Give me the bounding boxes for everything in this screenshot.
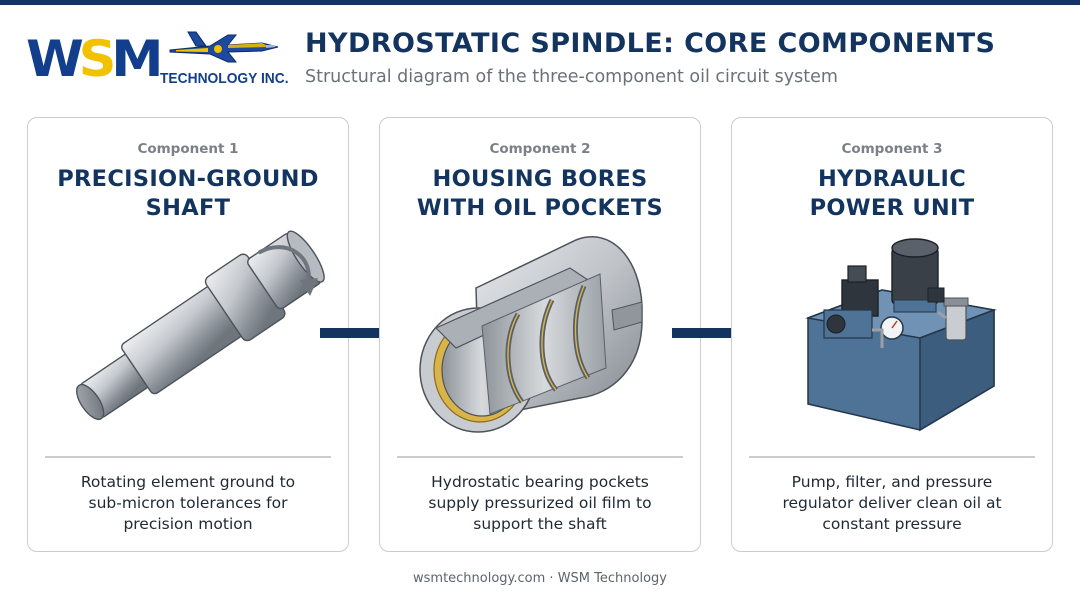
component-title-line: HYDRAULIC <box>817 166 967 192</box>
footer-credit: wsmtechnology.com · WSM Technology <box>413 571 667 586</box>
logo-letter-w: W <box>26 30 84 88</box>
component-title: HYDRAULIC POWER UNIT <box>732 165 1052 223</box>
logo-letter-s: S <box>78 30 117 88</box>
component-title-line: POWER UNIT <box>809 195 975 221</box>
card-divider <box>749 456 1035 458</box>
logo-letters: WSM <box>26 30 163 88</box>
component-label: Component 1 <box>137 141 239 157</box>
description-line: support the shaft <box>473 515 607 533</box>
component-title: HOUSING BORES WITH OIL POCKETS <box>380 165 700 223</box>
logo-letter-m: M <box>111 30 163 88</box>
description-line: regulator deliver clean oil at <box>782 494 1002 512</box>
component-description: Rotating element ground to sub-micron to… <box>38 472 338 535</box>
component-card-power-unit: Component 3 HYDRAULIC POWER UNIT Pump, f… <box>731 117 1053 552</box>
shaft-illustration <box>76 230 325 421</box>
card-divider <box>45 456 331 458</box>
description-line: sub-micron tolerances for <box>88 494 288 512</box>
description-line: Pump, filter, and pressure <box>791 473 993 491</box>
company-logo: WSM TECHNOLOGY INC. <box>26 26 289 92</box>
jet-icon <box>169 31 279 63</box>
power-unit-illustration <box>805 238 997 432</box>
description-line: supply pressurized oil film to <box>428 494 652 512</box>
component-title-line: PRECISION-GROUND <box>57 166 319 192</box>
component-title-line: SHAFT <box>145 195 231 221</box>
component-card-shaft: Component 1 PRECISION-GROUND SHAFT <box>27 117 349 552</box>
component-card-housing: Component 2 HOUSING BORES WITH OIL POCKE… <box>379 117 701 552</box>
component-description: Pump, filter, and pressure regulator del… <box>742 472 1042 535</box>
component-title-line: WITH OIL POCKETS <box>416 195 664 221</box>
description-line: precision motion <box>123 515 253 533</box>
top-accent-bar <box>0 0 1080 5</box>
page-subtitle: Structural diagram of the three-componen… <box>305 67 838 87</box>
card-divider <box>397 456 683 458</box>
component-title-line: HOUSING BORES <box>432 166 648 192</box>
description-line: constant pressure <box>822 515 962 533</box>
component-label: Component 2 <box>489 141 591 157</box>
component-description: Hydrostatic bearing pockets supply press… <box>390 472 690 535</box>
description-line: Rotating element ground to <box>80 473 296 491</box>
component-title: PRECISION-GROUND SHAFT <box>28 165 348 223</box>
description-line: Hydrostatic bearing pockets <box>431 473 649 491</box>
logo-subtitle: TECHNOLOGY INC. <box>160 70 289 87</box>
page-title: HYDROSTATIC SPINDLE: CORE COMPONENTS <box>305 28 996 59</box>
housing-illustration <box>419 236 643 433</box>
component-label: Component 3 <box>841 141 943 157</box>
